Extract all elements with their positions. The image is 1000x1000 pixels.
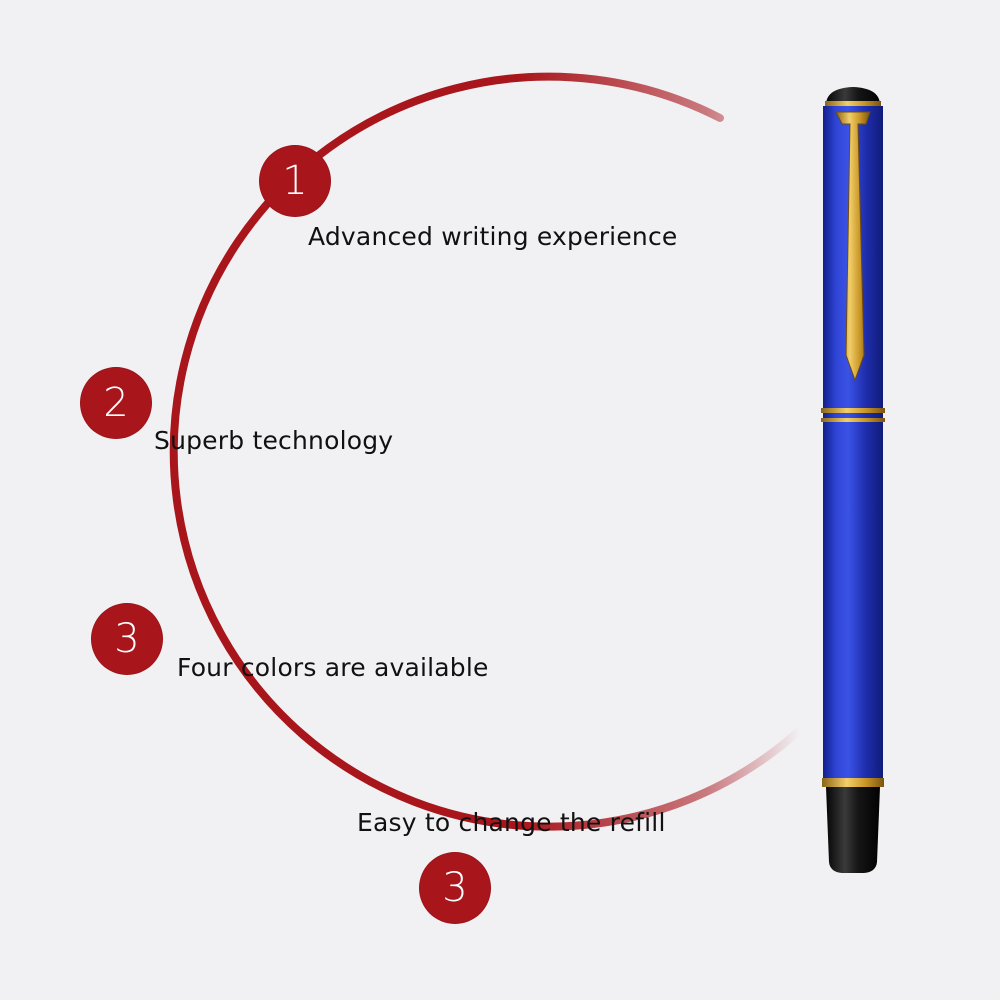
feature-number-badge: 3 <box>419 852 491 924</box>
feature-number-badge: 2 <box>80 367 152 439</box>
feature-label: Four colors are available <box>177 653 489 682</box>
feature-label: Easy to change the refill <box>357 808 666 837</box>
feature-number-badge: 3 <box>91 603 163 675</box>
feature-number-badge: 1 <box>259 145 331 217</box>
feature-label: Superb technology <box>154 426 394 455</box>
feature-label: Advanced writing experience <box>308 222 678 251</box>
